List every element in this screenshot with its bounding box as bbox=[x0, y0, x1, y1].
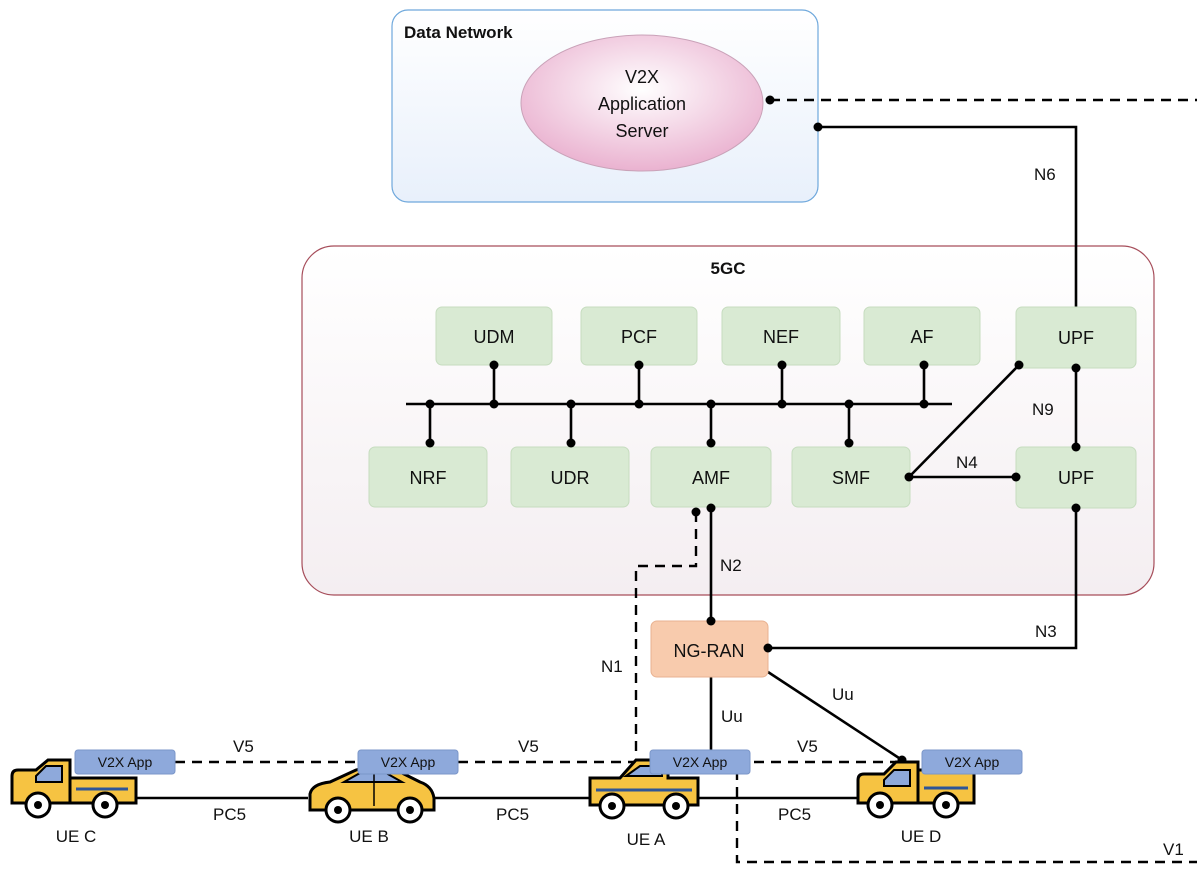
nf-udr-label: UDR bbox=[551, 468, 590, 488]
nf-amf-label: AMF bbox=[692, 468, 730, 488]
n1-link bbox=[634, 512, 698, 757]
n3-link bbox=[768, 508, 1078, 650]
ue-c-app-label: V2X App bbox=[98, 754, 153, 770]
ue-a-name: UE A bbox=[627, 830, 666, 849]
label-v5-b-a: V5 bbox=[518, 737, 539, 756]
ue-d-v2x-app-badge: V2X App bbox=[921, 749, 1023, 775]
nf-udr: UDR bbox=[510, 446, 630, 508]
nf-pcf-label: PCF bbox=[621, 327, 657, 347]
nf-nrf: NRF bbox=[368, 446, 488, 508]
nf-upf-bottom: UPF bbox=[1015, 446, 1137, 509]
label-n9: N9 bbox=[1032, 400, 1054, 419]
nf-smf: SMF bbox=[791, 446, 911, 508]
nf-udm-label: UDM bbox=[474, 327, 515, 347]
label-v5-c-b: V5 bbox=[233, 737, 254, 756]
nf-nrf-label: NRF bbox=[410, 468, 447, 488]
ng-ran-label: NG-RAN bbox=[674, 641, 745, 661]
label-uu-a: Uu bbox=[721, 707, 743, 726]
dashed-lines bbox=[175, 98, 1197, 864]
nf-af: AF bbox=[863, 306, 981, 366]
label-n6: N6 bbox=[1034, 165, 1056, 184]
data-network-title: Data Network bbox=[404, 23, 513, 42]
ng-ran-node: NG-RAN bbox=[650, 620, 769, 678]
nf-upf-bottom-label: UPF bbox=[1058, 468, 1094, 488]
v2x-application-server: V2X Application Server bbox=[520, 34, 764, 172]
nf-upf-top-label: UPF bbox=[1058, 328, 1094, 348]
nf-nef-label: NEF bbox=[763, 327, 799, 347]
ue-b-v2x-app-badge: V2X App bbox=[357, 749, 459, 775]
ue-d-truck-icon bbox=[856, 760, 976, 819]
nf-pcf: PCF bbox=[580, 306, 698, 366]
nf-af-label: AF bbox=[910, 327, 933, 347]
ue-b-car-icon bbox=[308, 765, 436, 824]
ue-c-v2x-app-badge: V2X App bbox=[74, 749, 176, 775]
v1-link-ue bbox=[735, 770, 1197, 864]
label-pc5-c-b: PC5 bbox=[213, 805, 246, 824]
n6-link bbox=[818, 125, 1078, 307]
ue-a-v2x-app-badge: V2X App bbox=[649, 749, 751, 775]
ue-b-name: UE B bbox=[349, 827, 389, 846]
label-pc5-b-a: PC5 bbox=[496, 805, 529, 824]
nf-udm: UDM bbox=[435, 306, 553, 366]
server-label-line2: Application bbox=[598, 94, 686, 114]
label-n1: N1 bbox=[601, 657, 623, 676]
label-uu-d: Uu bbox=[832, 685, 854, 704]
label-v5-a-d: V5 bbox=[797, 737, 818, 756]
ue-a-app-label: V2X App bbox=[673, 754, 728, 770]
label-n2: N2 bbox=[720, 556, 742, 575]
ue-c-name: UE C bbox=[56, 827, 97, 846]
nf-nef: NEF bbox=[721, 306, 841, 366]
ue-d-app-label: V2X App bbox=[945, 754, 1000, 770]
server-label-line1: V2X bbox=[625, 67, 659, 87]
label-pc5-a-d: PC5 bbox=[778, 805, 811, 824]
label-n4: N4 bbox=[956, 453, 978, 472]
label-n3: N3 bbox=[1035, 622, 1057, 641]
server-label-line3: Server bbox=[615, 121, 668, 141]
uu-link-ue-d bbox=[767, 670, 903, 762]
ue-c-truck-icon bbox=[10, 758, 138, 819]
ue-d-name: UE D bbox=[901, 827, 942, 846]
n4-link-upper bbox=[908, 364, 1020, 478]
label-v1: V1 bbox=[1163, 840, 1184, 859]
nf-upf-top: UPF bbox=[1015, 306, 1137, 369]
nf-amf: AMF bbox=[650, 446, 772, 508]
core-title: 5GC bbox=[711, 259, 746, 278]
ue-b-app-label: V2X App bbox=[381, 754, 436, 770]
nf-smf-label: SMF bbox=[832, 468, 870, 488]
